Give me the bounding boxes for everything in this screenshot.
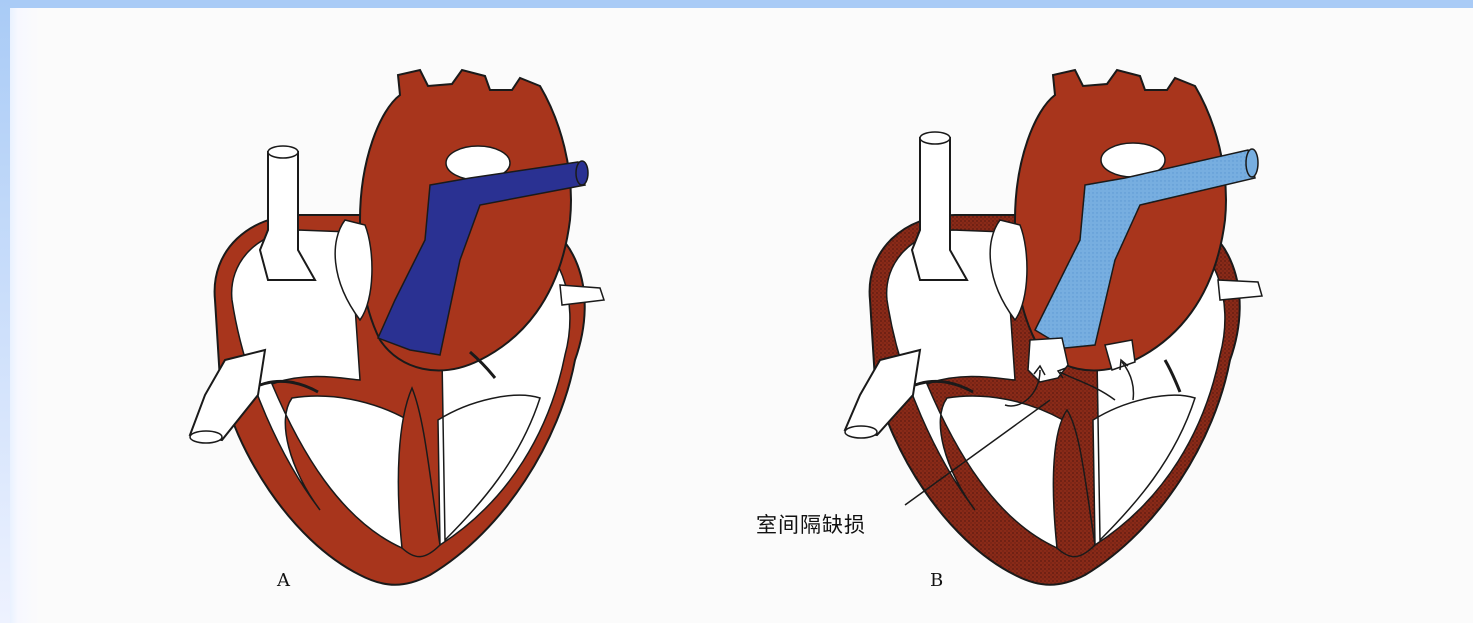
- svc-opening-b: [920, 132, 950, 144]
- ivc-opening-a: [190, 431, 222, 443]
- pulmonary-vein-a: [560, 285, 604, 305]
- ivc-opening-b: [845, 426, 877, 438]
- pulmonary-vein-b: [1218, 280, 1262, 300]
- vsd-annotation: 室间隔缺损: [756, 509, 866, 539]
- panel-a-label: A: [277, 570, 290, 591]
- panel-b-label: B: [930, 570, 943, 591]
- heart-panel-a: [190, 70, 604, 585]
- pulmonary-artery-opening-a: [576, 161, 588, 185]
- pulmonary-artery-opening-b: [1246, 149, 1258, 177]
- svc-opening-a: [268, 146, 298, 158]
- heart-panel-b: [845, 70, 1262, 585]
